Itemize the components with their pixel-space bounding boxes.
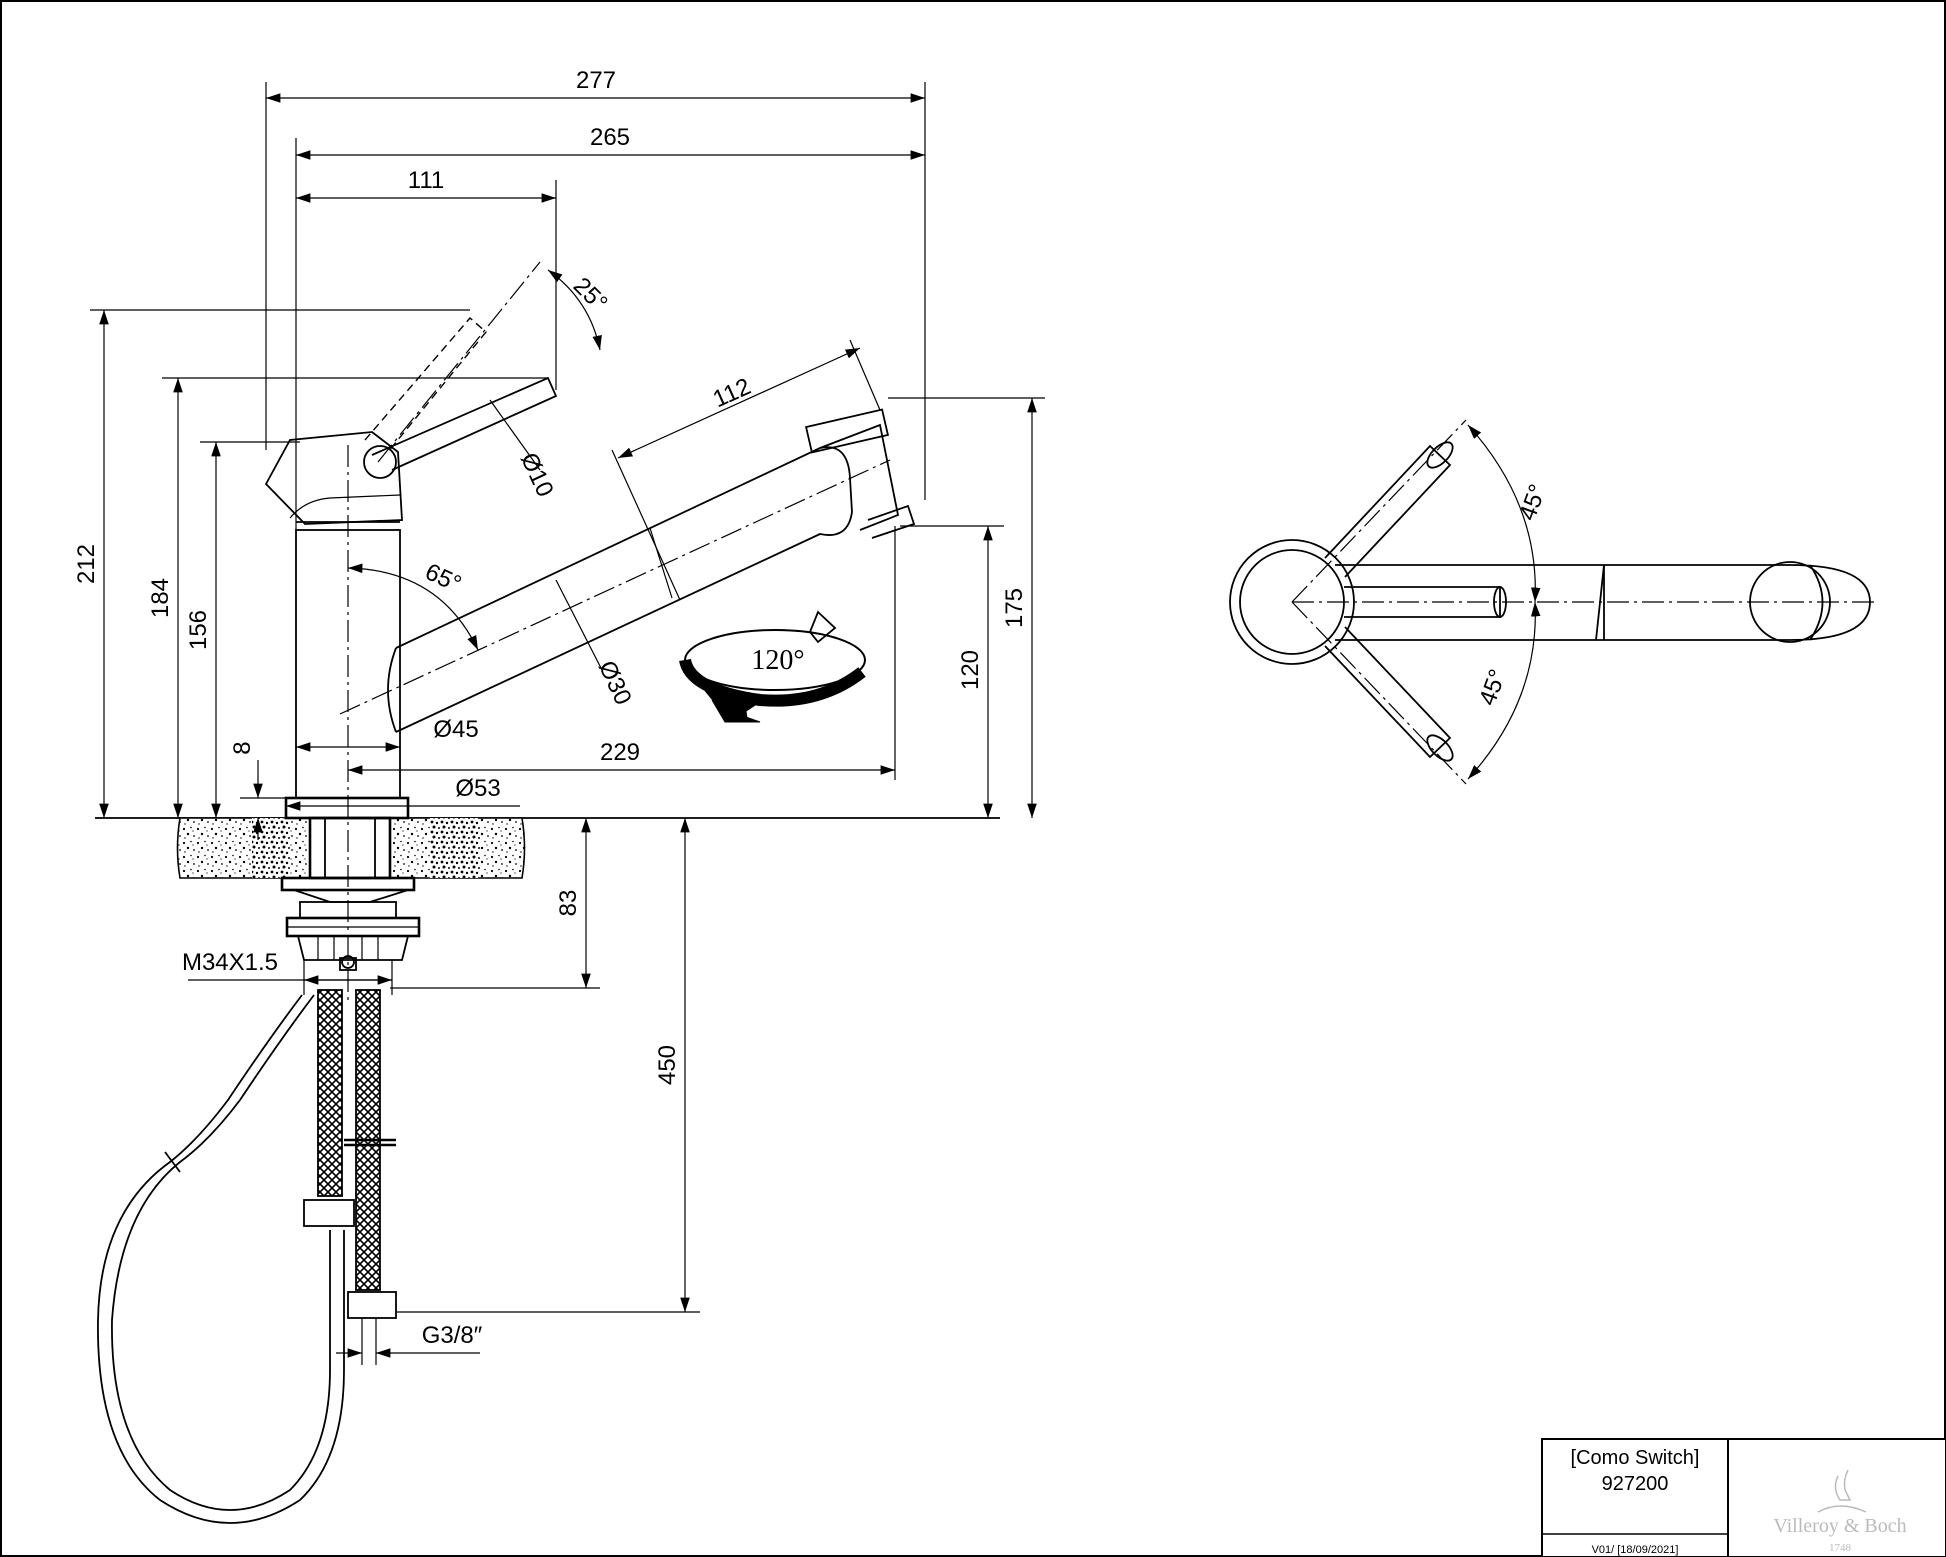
dimension-229: 229 (348, 526, 896, 780)
brand-logo-text: Villeroy & Boch (1773, 1515, 1906, 1537)
dim-156-label: 156 (185, 610, 212, 650)
dim-112-label: 112 (709, 373, 755, 413)
dim-d53-label: Ø53 (455, 775, 500, 802)
dim-175-label: 175 (1001, 588, 1028, 628)
dimension-175: 175 (888, 397, 1045, 818)
supply-hoses (97, 989, 397, 1524)
dim-120-label: 120 (957, 650, 984, 690)
dim-8-label: 8 (229, 741, 256, 754)
dim-m34-label: M34X1.5 (182, 949, 278, 976)
dimension-120: 120 (900, 525, 1004, 818)
dim-g38-label: G3/8″ (422, 1322, 483, 1349)
title-block: [Como Switch] 927200 V01/ [18/09/2021] V… (1541, 1438, 1946, 1557)
dim-25deg-label: 25° (568, 272, 613, 317)
brand-logo-year: 1748 (1829, 1542, 1852, 1554)
dim-83-label: 83 (555, 890, 582, 917)
dim-120deg-label: 120° (751, 645, 804, 676)
plan-view: 45° 45° (1229, 419, 1875, 785)
product-code: 927200 (1602, 1473, 1669, 1495)
dim-450-label: 450 (654, 1045, 681, 1085)
dimension-83: 83 (390, 818, 600, 989)
dimension-212: 212 (73, 309, 470, 818)
dimension-d30: Ø30 (555, 579, 637, 710)
lever-handle (264, 261, 558, 525)
dimension-25deg: 25° (547, 269, 613, 351)
dim-d45-label: Ø45 (433, 716, 478, 743)
dimension-8: 8 (229, 741, 286, 840)
dimension-d45: Ø45 (296, 716, 479, 752)
dim-212-label: 212 (73, 544, 100, 584)
dimension-156: 156 (185, 441, 300, 818)
rotation-120-symbol: 120° (679, 610, 866, 723)
faucet-body (280, 445, 421, 1000)
dimension-277: 277 (265, 67, 926, 500)
dimension-112: 112 (611, 339, 881, 601)
plan-45-upper-label: 45° (1514, 481, 1552, 524)
dimension-m34: M34X1.5 (182, 949, 393, 995)
dimension-184: 184 (147, 377, 548, 818)
dim-229-label: 229 (600, 739, 640, 766)
dimension-265: 265 (295, 124, 925, 530)
dimension-111: 111 (296, 167, 557, 390)
plan-45-lower-label: 45° (1474, 666, 1512, 709)
product-name: [Como Switch] (1571, 1447, 1700, 1469)
dim-111-label: 111 (408, 167, 444, 194)
dimension-450: 450 (396, 818, 700, 1313)
dim-d10-label: Ø10 (515, 449, 559, 502)
brand-logo: Villeroy & Boch 1748 (1773, 1469, 1907, 1554)
dim-d30-label: Ø30 (593, 657, 637, 710)
dim-277-label: 277 (576, 67, 616, 94)
dimension-d10: Ø10 (489, 399, 559, 502)
dimension-g38: G3/8″ (336, 1318, 483, 1365)
dim-265-label: 265 (590, 124, 630, 151)
dim-184-label: 184 (147, 578, 174, 618)
countertop-section (95, 817, 1000, 879)
dim-65deg-label: 65° (421, 558, 465, 598)
dimension-d53: Ø53 (286, 775, 520, 811)
side-elevation-view: 277 265 111 25° 212 184 (73, 67, 1045, 1524)
dimension-65deg: 65° (347, 558, 479, 651)
version-date: V01/ [18/09/2021] (1592, 1544, 1679, 1556)
